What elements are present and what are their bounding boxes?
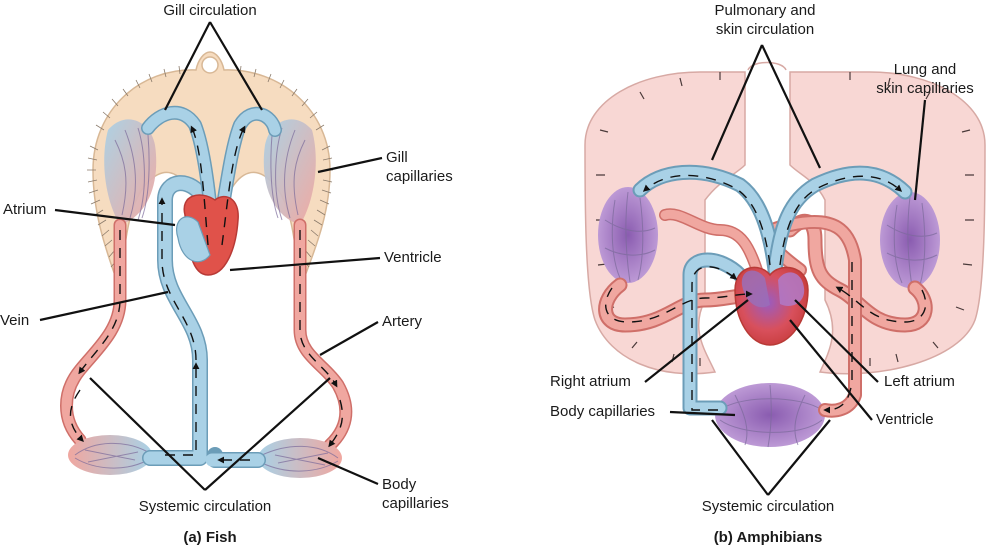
- label-gill-circulation: Gill circulation: [163, 2, 256, 19]
- label-pulmonary-1: Pulmonary and: [715, 2, 816, 19]
- fish-gill-capillaries-right: [263, 119, 316, 225]
- label-amphibian-ventricle: Ventricle: [876, 411, 934, 428]
- amphibian-left-atrium: [778, 272, 805, 307]
- label-artery: Artery: [382, 313, 423, 330]
- fish-diagram: Gill circulation Gill capillaries Atrium…: [0, 2, 453, 546]
- label-right-atrium: Right atrium: [550, 373, 631, 390]
- label-pulmonary-2: skin circulation: [716, 21, 814, 38]
- label-gill-capillaries-2: capillaries: [386, 168, 453, 185]
- fish-gill-capillaries-left: [104, 119, 157, 225]
- fish-body-capillaries-right: [258, 438, 342, 478]
- label-body-capillaries-1: Body: [382, 476, 417, 493]
- gill-opening: [201, 56, 219, 74]
- label-left-atrium: Left atrium: [884, 373, 955, 390]
- label-atrium: Atrium: [3, 201, 46, 218]
- amphibian-heart: [734, 266, 809, 346]
- amphibian-flow-arrows: [605, 174, 927, 414]
- fish-flow-arrows: [69, 125, 344, 464]
- label-vein: Vein: [0, 312, 29, 329]
- fish-leader-lines: [39, 21, 383, 491]
- fish-body-capillaries-left: [68, 435, 152, 475]
- amphibian-right-atrium: [741, 270, 770, 308]
- label-amphibian-systemic-circulation: Systemic circulation: [702, 498, 835, 515]
- fish-atrium: [176, 216, 211, 263]
- label-ventricle: Ventricle: [384, 249, 442, 266]
- fish-heart: [176, 194, 239, 276]
- label-lung-capillaries-2: skin capillaries: [876, 80, 974, 97]
- amphibian-body-capillaries: [715, 383, 825, 448]
- label-body-capillaries-2: capillaries: [382, 495, 449, 512]
- label-lung-capillaries-1: Lung and: [894, 61, 957, 78]
- label-gill-capillaries-1: Gill: [386, 149, 408, 166]
- caption-fish: (a) Fish: [183, 529, 236, 546]
- caption-amphibians: (b) Amphibians: [714, 529, 823, 546]
- amphibian-top-notch: [747, 61, 787, 71]
- label-amphibian-body-capillaries: Body capillaries: [550, 403, 655, 420]
- label-fish-systemic-circulation: Systemic circulation: [139, 498, 272, 515]
- amphibian-diagram: Pulmonary and skin circulation Lung and …: [550, 2, 986, 546]
- amphibian-vein-vessels: [632, 164, 913, 416]
- amphibian-lung-capillaries-right: [880, 192, 940, 288]
- amphibian-leader-lines: [644, 44, 927, 496]
- amphibian-lung-capillaries-left: [598, 187, 658, 283]
